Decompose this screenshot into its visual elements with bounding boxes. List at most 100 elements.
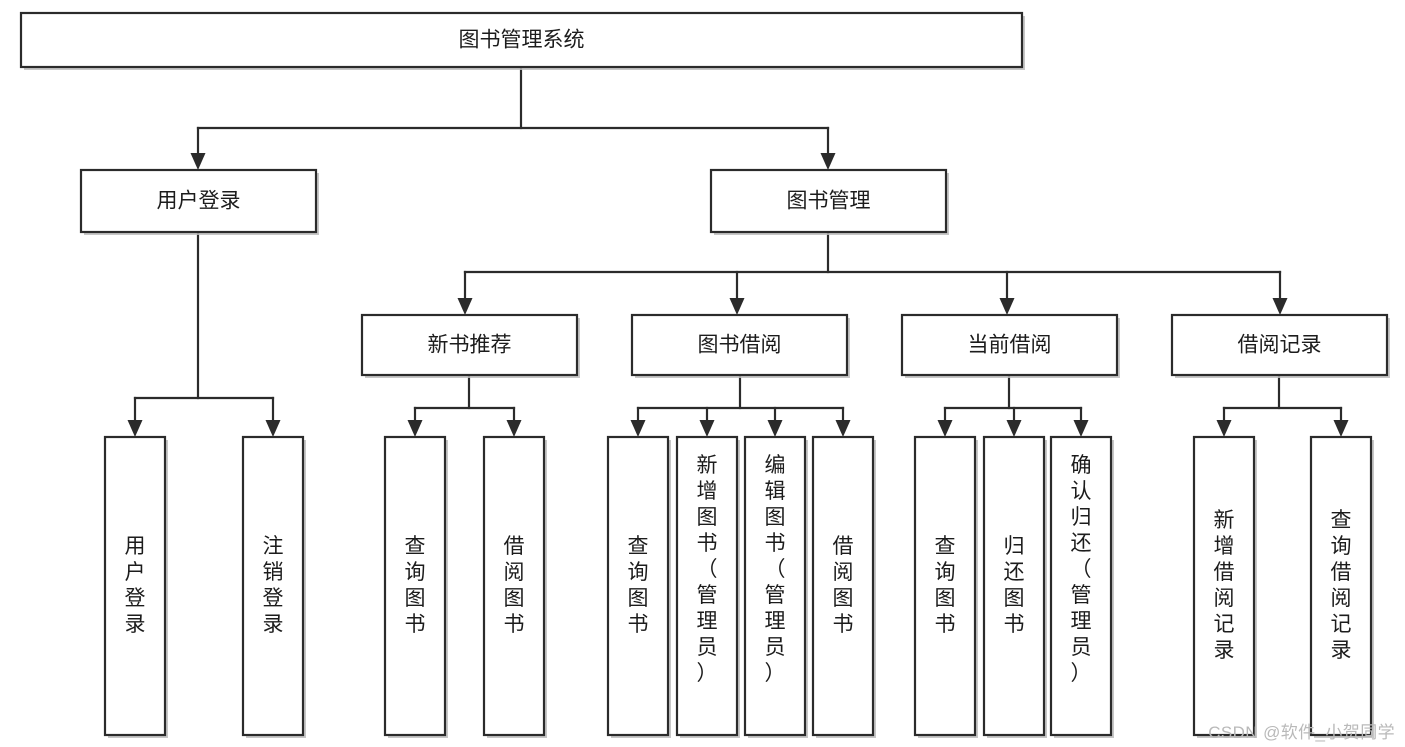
node-label-char: 户 xyxy=(125,561,146,584)
node-label-char: 询 xyxy=(405,561,426,584)
node-user-login[interactable]: 用户登录 xyxy=(79,168,319,235)
node-label-char: 询 xyxy=(935,561,956,584)
node-label-current-borrow: 当前借阅 xyxy=(968,334,1052,357)
node-label-char: （ xyxy=(765,558,786,581)
node-label-char: 录 xyxy=(263,613,284,636)
node-leaf-query-book-current[interactable]: 查询图书 xyxy=(913,435,978,738)
arrow-head-icon xyxy=(729,298,745,315)
node-leaf-add-borrow-record[interactable]: 新增借阅记录 xyxy=(1192,435,1257,738)
node-label-char: 还 xyxy=(1004,561,1025,584)
arrow-head-icon xyxy=(820,153,836,170)
node-book-management[interactable]: 图书管理 xyxy=(709,168,949,235)
connector-c-to-user-login xyxy=(190,126,206,170)
connector-subtree-new-book-recommend xyxy=(407,373,522,437)
node-label-char: 图 xyxy=(765,506,786,529)
node-label-char: 书 xyxy=(628,613,649,636)
node-label-char: 书 xyxy=(1004,613,1025,636)
node-label-leaf-query-book-recommend: 查询图书 xyxy=(405,535,426,636)
node-label-char: 录 xyxy=(1331,639,1352,662)
node-box-leaf-logout-login[interactable] xyxy=(241,435,305,737)
arrow-head-icon xyxy=(265,420,281,437)
node-label-char: 阅 xyxy=(504,561,525,584)
node-book-borrow[interactable]: 图书借阅 xyxy=(630,313,850,378)
node-label-char: 管 xyxy=(765,584,786,607)
node-leaf-return-book[interactable]: 归还图书 xyxy=(982,435,1047,738)
node-label-char: 书 xyxy=(405,613,426,636)
node-leaf-add-book[interactable]: 新增图书（管理员） xyxy=(675,435,740,738)
node-leaf-confirm-return[interactable]: 确认归还（管理员） xyxy=(1049,435,1114,738)
node-label-char: 图 xyxy=(1004,587,1025,610)
node-label-char: 员 xyxy=(697,636,718,659)
node-label-char: 归 xyxy=(1004,535,1025,558)
node-label-char: 确 xyxy=(1071,454,1092,477)
arrow-head-icon xyxy=(767,420,783,437)
node-box-leaf-query-book-recommend[interactable] xyxy=(383,435,447,737)
node-label-char: 阅 xyxy=(1331,587,1352,610)
node-box-book-borrow[interactable] xyxy=(630,313,849,377)
connector-subtree-book-borrow xyxy=(630,373,851,437)
node-box-root[interactable] xyxy=(19,11,1024,69)
node-label-char: 借 xyxy=(833,535,854,558)
node-label-char: 员 xyxy=(1071,636,1092,659)
node-label-char: 新 xyxy=(697,454,718,477)
node-box-new-book-recommend[interactable] xyxy=(360,313,579,377)
node-box-borrow-record[interactable] xyxy=(1170,313,1389,377)
node-box-leaf-edit-book[interactable] xyxy=(743,435,807,737)
node-label-char: 图 xyxy=(504,587,525,610)
node-label-user-login: 用户登录 xyxy=(157,190,241,213)
connector-c-to-leaf-user-login xyxy=(127,396,143,437)
arrow-head-icon xyxy=(407,420,423,437)
connector-c-to-leaf-logout xyxy=(265,396,281,437)
arrow-head-icon xyxy=(457,298,473,315)
node-leaf-logout-login[interactable]: 注销登录 xyxy=(241,435,306,738)
node-box-leaf-borrow-book-recommend[interactable] xyxy=(482,435,546,737)
node-label-leaf-confirm-return: 确认归还（管理员） xyxy=(1071,454,1092,685)
node-label-leaf-query-book-current: 查询图书 xyxy=(935,535,956,636)
node-box-current-borrow[interactable] xyxy=(900,313,1119,377)
node-root[interactable]: 图书管理系统 xyxy=(19,11,1025,70)
node-label-char: 编 xyxy=(765,454,786,477)
node-leaf-query-borrow-record[interactable]: 查询借阅记录 xyxy=(1309,435,1374,738)
node-label-char: 阅 xyxy=(833,561,854,584)
connector-c-to-book-borrow xyxy=(729,270,745,315)
node-leaf-edit-book[interactable]: 编辑图书（管理员） xyxy=(743,435,808,738)
node-label-char: 登 xyxy=(125,587,146,610)
node-box-leaf-query-book-borrow[interactable] xyxy=(606,435,670,737)
node-leaf-borrow-book[interactable]: 借阅图书 xyxy=(811,435,876,738)
node-leaf-query-book-borrow[interactable]: 查询图书 xyxy=(606,435,671,738)
node-label-char: 借 xyxy=(1214,561,1235,584)
node-new-book-recommend[interactable]: 新书推荐 xyxy=(360,313,580,378)
node-label-char: 图 xyxy=(405,587,426,610)
node-label-char: 理 xyxy=(765,610,786,633)
node-box-user-login[interactable] xyxy=(79,168,318,234)
node-label-char: 查 xyxy=(628,535,649,558)
connector-c-to-new-book-recommend xyxy=(457,270,473,315)
node-label-leaf-query-book-borrow: 查询图书 xyxy=(628,535,649,636)
node-current-borrow[interactable]: 当前借阅 xyxy=(900,313,1120,378)
node-leaf-user-login[interactable]: 用户登录 xyxy=(103,435,168,738)
node-label-char: 管 xyxy=(697,584,718,607)
node-box-leaf-add-borrow-record[interactable] xyxy=(1192,435,1256,737)
node-label-char: 询 xyxy=(1331,535,1352,558)
node-label-char: 查 xyxy=(1331,509,1352,532)
node-box-leaf-borrow-book[interactable] xyxy=(811,435,875,737)
node-label-char: 管 xyxy=(1071,584,1092,607)
node-leaf-query-book-recommend[interactable]: 查询图书 xyxy=(383,435,448,738)
node-box-book-management[interactable] xyxy=(709,168,948,234)
node-label-leaf-logout-login: 注销登录 xyxy=(263,535,284,636)
node-label-char: 增 xyxy=(697,480,718,503)
node-box-leaf-confirm-return[interactable] xyxy=(1049,435,1113,737)
node-box-leaf-query-book-current[interactable] xyxy=(913,435,977,737)
node-box-leaf-add-book[interactable] xyxy=(675,435,739,737)
node-label-char: （ xyxy=(1071,558,1092,581)
node-box-leaf-return-book[interactable] xyxy=(982,435,1046,737)
node-leaf-borrow-book-recommend[interactable]: 借阅图书 xyxy=(482,435,547,738)
node-box-leaf-user-login[interactable] xyxy=(103,435,167,737)
node-box-leaf-query-borrow-record[interactable] xyxy=(1309,435,1373,737)
node-label-char: 查 xyxy=(935,535,956,558)
arrow-head-icon xyxy=(630,420,646,437)
arrow-head-icon xyxy=(1216,420,1232,437)
node-label-char: 书 xyxy=(833,613,854,636)
arrow-head-icon xyxy=(1272,298,1288,315)
node-borrow-record[interactable]: 借阅记录 xyxy=(1170,313,1390,378)
